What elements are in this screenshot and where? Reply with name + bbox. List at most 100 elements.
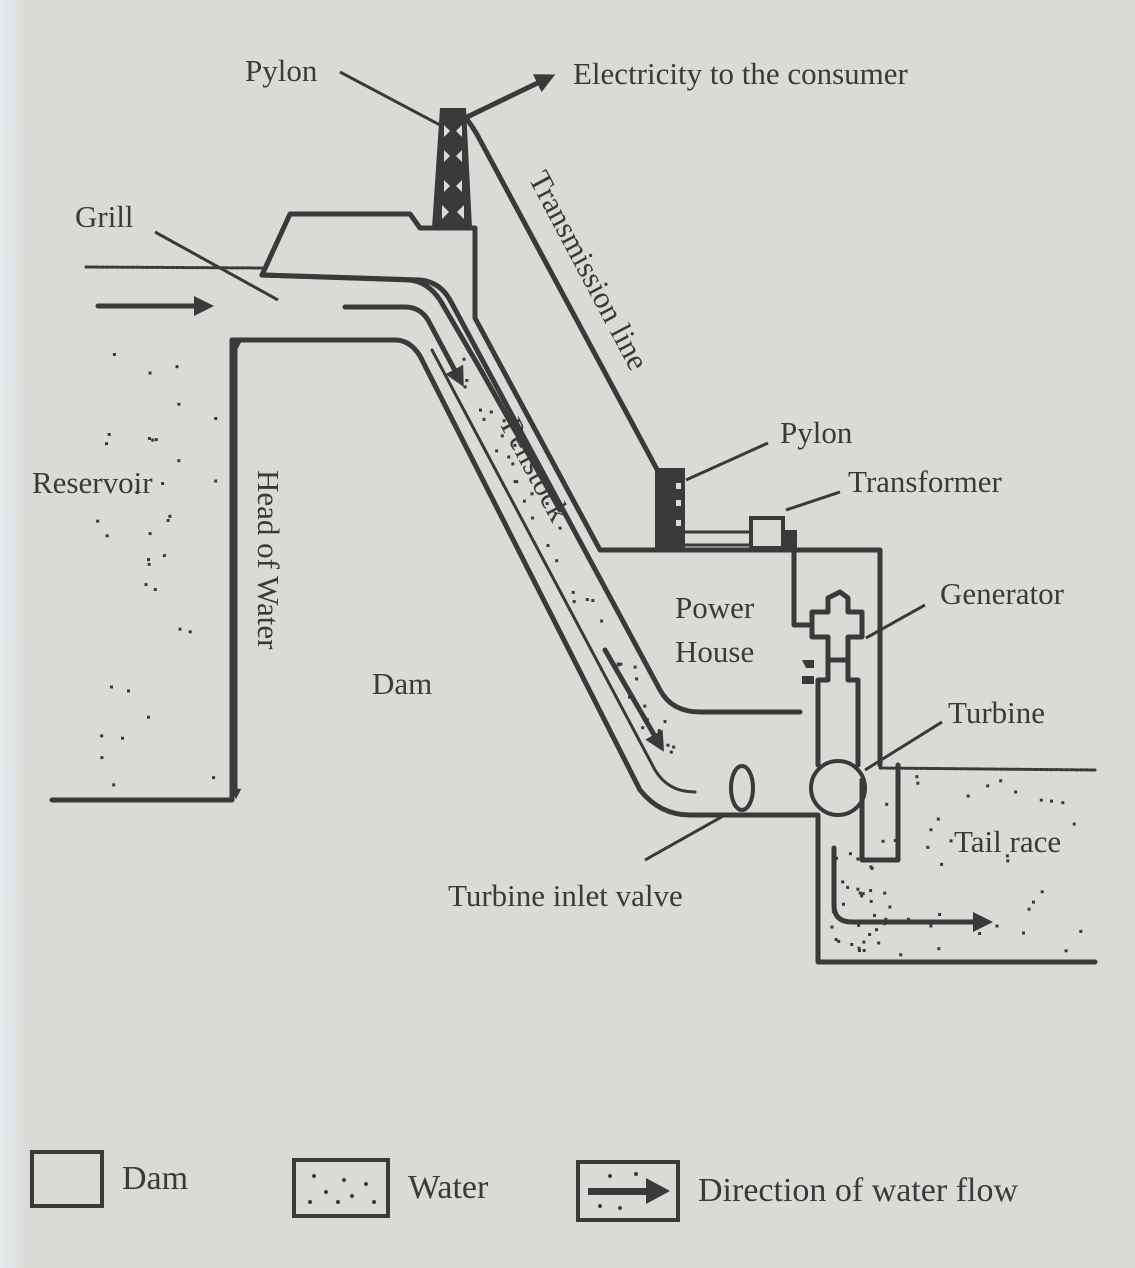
water-dot	[669, 750, 673, 754]
water-dot	[858, 891, 862, 895]
leader-grill	[154, 230, 279, 302]
water-dot	[885, 802, 889, 806]
water-dot	[858, 949, 861, 952]
water-dot	[835, 856, 838, 860]
water-dot	[616, 663, 620, 667]
water-dot	[513, 480, 517, 484]
water-dot	[555, 559, 559, 563]
water-dot	[154, 438, 158, 442]
label-generator: Generator	[940, 576, 1065, 611]
water-dot	[869, 889, 873, 893]
arrow-box-icon	[576, 1160, 680, 1222]
water-dot	[936, 817, 940, 821]
water-dot	[1050, 799, 1053, 803]
water-dot	[1027, 907, 1031, 911]
water-dot	[929, 924, 933, 928]
water-dot	[100, 734, 104, 738]
leader-turbine	[864, 720, 943, 772]
water-dot	[162, 554, 166, 558]
water-dot	[558, 526, 562, 530]
dotted-box-icon	[292, 1158, 390, 1218]
water-particles	[96, 353, 1083, 957]
water-dot	[1040, 890, 1044, 894]
water-dot	[462, 357, 466, 361]
legend-item-water: Water	[292, 1158, 488, 1218]
water-dot	[175, 365, 179, 369]
water-dot	[862, 940, 866, 944]
water-dot	[628, 695, 631, 699]
water-dot	[147, 558, 150, 562]
empty-box-icon	[30, 1150, 104, 1208]
water-dot	[112, 353, 116, 356]
water-dot	[585, 598, 589, 601]
water-dot	[856, 857, 860, 861]
water-dot	[545, 502, 549, 505]
label-turbine-inlet-valve: Turbine inlet valve	[448, 878, 683, 913]
water-dot	[1005, 854, 1009, 858]
water-dot	[897, 778, 901, 782]
water-dot	[465, 378, 469, 382]
water-dot	[850, 943, 854, 946]
water-dot	[546, 544, 550, 547]
water-dot	[147, 437, 151, 440]
water-dot	[502, 419, 506, 423]
legend-label: Dam	[122, 1160, 189, 1197]
water-dot	[177, 402, 181, 406]
water-dot	[1061, 801, 1065, 805]
label-pylon-top: Pylon	[245, 53, 318, 88]
pylon-top-icon	[432, 108, 472, 228]
water-dot	[860, 894, 864, 898]
water-dot	[915, 775, 919, 779]
water-dot	[151, 438, 155, 442]
water-dot	[522, 499, 526, 503]
water-dot	[663, 720, 667, 724]
water-dot	[166, 519, 170, 522]
water-dot	[635, 677, 639, 681]
tailrace-water-surface	[878, 766, 1097, 772]
water-dot	[893, 839, 897, 842]
water-dot	[96, 519, 100, 523]
label-grill: Grill	[75, 199, 134, 234]
water-dot	[107, 433, 111, 436]
flow-arrow-penstock-top	[342, 304, 464, 388]
water-dot	[153, 588, 157, 591]
turbine-inlet-valve-icon	[729, 764, 755, 812]
water-dot	[842, 902, 845, 906]
water-dot	[105, 534, 109, 538]
water-dot	[899, 953, 903, 957]
water-dot	[1064, 949, 1068, 953]
water-dot	[888, 905, 892, 909]
water-dot	[830, 925, 834, 929]
label-turbine: Turbine	[948, 695, 1045, 730]
water-dot	[112, 783, 116, 787]
label-dam: Dam	[372, 666, 432, 701]
water-dot	[144, 583, 148, 587]
flow-arrow-penstock-bottom	[602, 647, 665, 752]
leader-pylon-lower	[685, 441, 769, 482]
water-dot	[1014, 790, 1018, 794]
transmission-line	[463, 115, 663, 478]
water-dot	[127, 689, 130, 693]
transformer-icon	[749, 516, 785, 550]
pylon-lower-icon	[655, 468, 685, 550]
water-dot	[937, 947, 941, 951]
water-dot	[1072, 822, 1076, 826]
legend-item-flow: Direction of water flow	[576, 1160, 1018, 1222]
water-dot	[600, 619, 604, 623]
water-dot	[1032, 900, 1035, 904]
water-dot	[1022, 931, 1025, 935]
water-dot	[833, 886, 837, 890]
power-house-wall	[791, 547, 815, 628]
legend: Dam Water Direction of water flow	[0, 1150, 1135, 1230]
water-dot	[873, 913, 876, 917]
water-dot	[572, 600, 576, 604]
water-dot	[1079, 929, 1083, 933]
water-dot	[978, 932, 982, 935]
water-dot	[619, 662, 623, 666]
water-dot	[868, 933, 872, 936]
water-dot	[645, 718, 649, 721]
legend-label: Water	[408, 1169, 489, 1206]
water-dot	[857, 946, 861, 950]
water-dot	[214, 479, 218, 483]
